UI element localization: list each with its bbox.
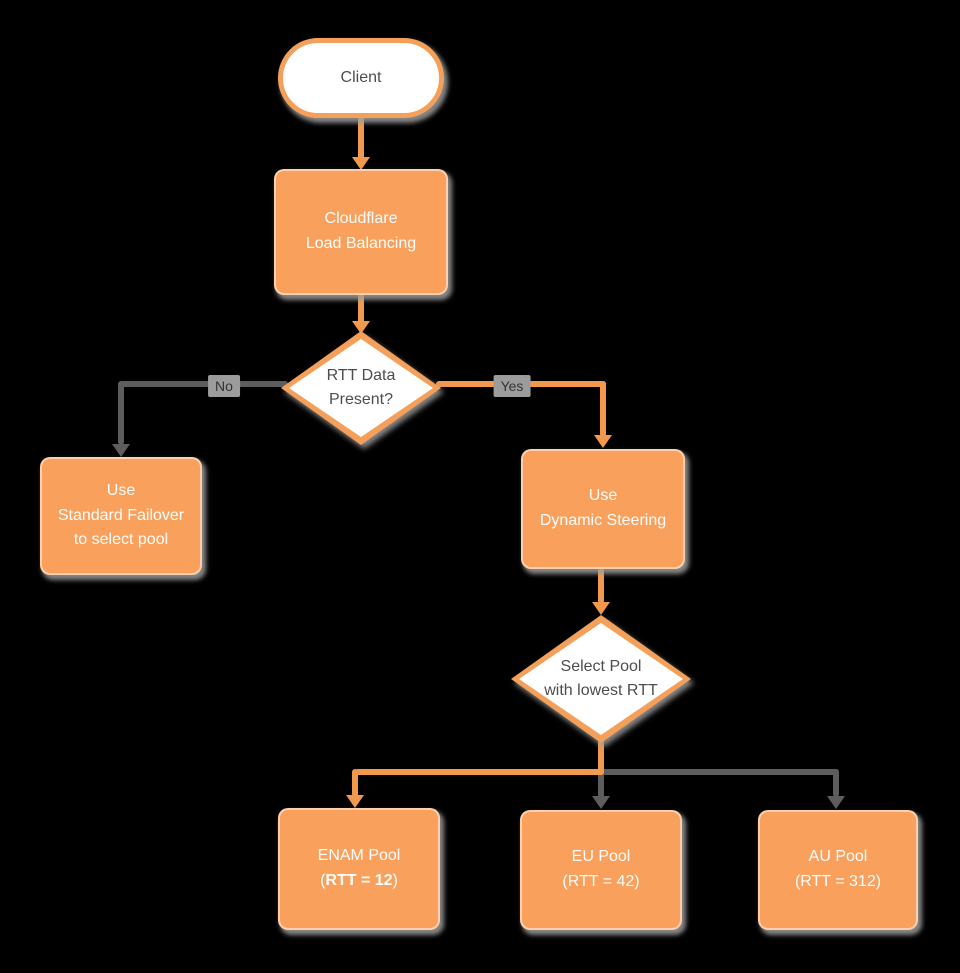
- edge-eu-vertical: [598, 772, 604, 798]
- edge-enam-vertical: [352, 769, 358, 797]
- edge-no-vertical: [118, 381, 124, 445]
- edge-lb-rtt: [358, 292, 364, 324]
- node-dynamic-steering-line1: Use: [588, 487, 618, 505]
- decision-select-pool: Select Pool with lowest RTT: [511, 615, 691, 743]
- edge-client-lb: [358, 116, 364, 160]
- edge-yes-vertical: [600, 381, 606, 437]
- edge-dynamic-selectpool: [598, 568, 604, 604]
- node-au-pool: AU Pool (RTT = 312): [758, 810, 918, 930]
- decision-rtt-line1: RTT Data: [326, 367, 396, 384]
- node-load-balancing: Cloudflare Load Balancing: [274, 169, 448, 295]
- arrowhead-down-icon: [592, 602, 610, 615]
- edge-label-yes: Yes: [493, 375, 531, 397]
- edge-no-horizontal: [120, 381, 288, 387]
- node-enam-pool: ENAM Pool (RTT = 12): [278, 808, 440, 930]
- node-client-label: Client: [340, 69, 382, 86]
- node-enam-pool-line1: ENAM Pool: [317, 847, 401, 865]
- node-standard-failover-line1: Use: [106, 481, 136, 499]
- node-enam-pool-line2: (RTT = 12): [320, 869, 398, 894]
- node-eu-pool-line2: (RTT = 42): [562, 873, 640, 890]
- node-standard-failover: Use Standard Failover to select pool: [40, 457, 202, 575]
- enam-rtt-value: RTT = 12: [325, 872, 393, 889]
- edge-selectpool-stem: [598, 738, 604, 775]
- arrowhead-down-icon: [594, 435, 612, 448]
- decision-rtt-data: RTT Data Present?: [281, 331, 441, 445]
- enam-rtt-close: ): [392, 872, 398, 889]
- arrowhead-down-icon: [112, 444, 130, 457]
- node-load-balancing-line2: Load Balancing: [305, 235, 417, 252]
- decision-select-pool-line1: Select Pool: [560, 658, 642, 675]
- node-load-balancing-line1: Cloudflare: [324, 210, 398, 228]
- arrowhead-down-icon: [352, 157, 370, 170]
- node-eu-pool-line1: EU Pool: [571, 848, 631, 866]
- node-standard-failover-line2: Standard Failover: [57, 506, 185, 524]
- decision-select-pool-line2: with lowest RTT: [544, 682, 658, 699]
- edge-enam-horizontal: [355, 769, 604, 775]
- enam-rtt-open: (: [320, 872, 326, 889]
- node-eu-pool: EU Pool (RTT = 42): [520, 810, 682, 930]
- edge-label-no: No: [208, 375, 240, 397]
- arrowhead-down-icon: [352, 321, 370, 334]
- node-au-pool-line1: AU Pool: [808, 848, 868, 866]
- node-au-pool-line2: (RTT = 312): [794, 873, 882, 890]
- arrowhead-down-icon: [592, 796, 610, 809]
- arrowhead-down-icon: [346, 795, 364, 808]
- edge-au-horizontal: [601, 769, 839, 775]
- decision-rtt-line2: Present?: [328, 391, 394, 408]
- arrowhead-down-icon: [827, 796, 845, 809]
- node-client: Client: [278, 38, 444, 118]
- node-dynamic-steering: Use Dynamic Steering: [521, 449, 685, 569]
- node-dynamic-steering-line2: Dynamic Steering: [539, 512, 667, 529]
- node-standard-failover-line3: to select pool: [73, 531, 169, 549]
- edge-au-vertical: [833, 769, 839, 797]
